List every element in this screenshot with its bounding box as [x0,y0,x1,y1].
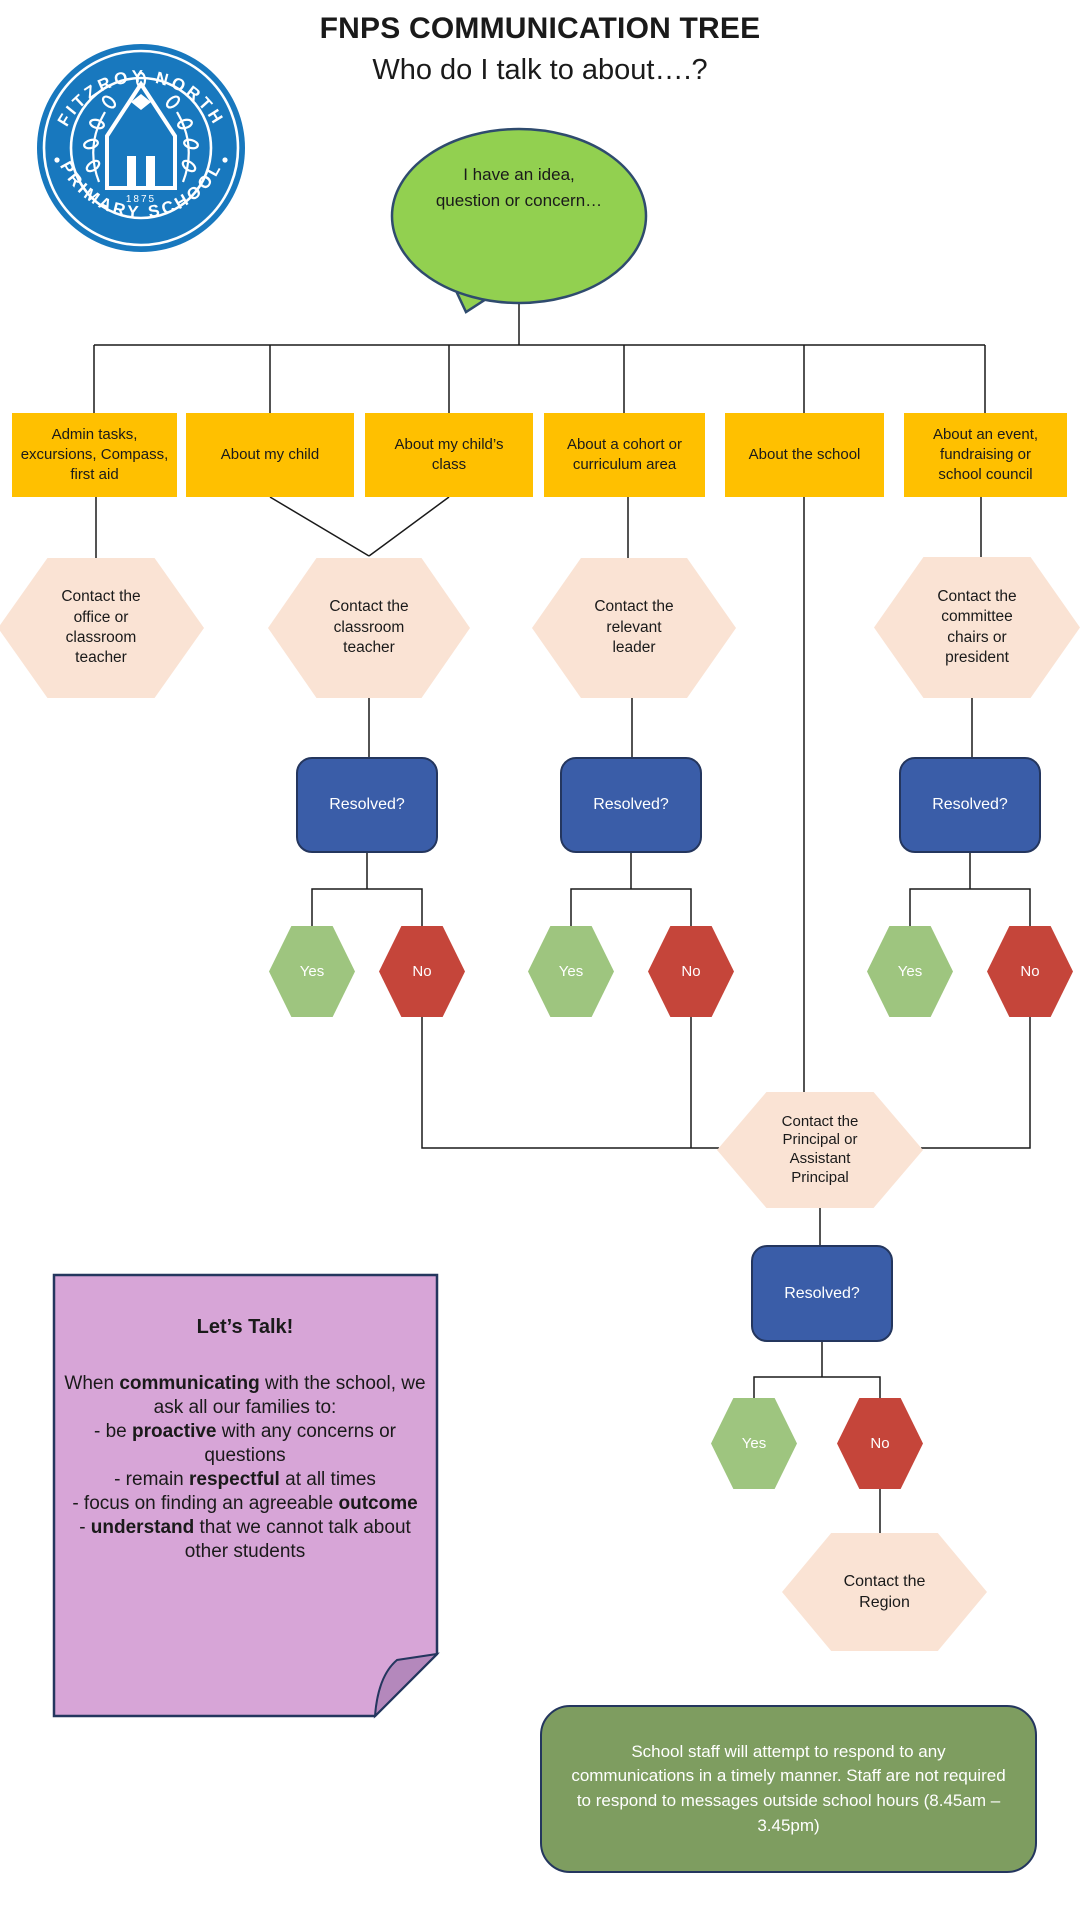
topic-label: About an event, fundraising or school co… [932,425,1039,484]
lets-talk-title: Let’s Talk! [196,1316,294,1338]
yes-label: Yes [299,963,325,980]
contact-principal-label: Contact the Principal or Assistant Princ… [781,1112,859,1186]
no-hex-4: No [837,1398,923,1489]
response-time-note: School staff will attempt to respond to … [540,1705,1037,1873]
contact-leader-label: Contact the relevant leader [594,598,674,657]
resolved-box-3: Resolved? [899,757,1041,853]
topic-cohort-curriculum: About a cohort or curriculum area [544,413,705,497]
no-label: No [1020,963,1040,980]
lets-talk-body: When communicating with the school, we a… [64,1373,426,1562]
contact-region-label: Contact the Region [843,1572,926,1611]
idea-bubble-text: I have an idea, question or concern… [435,165,603,210]
page-title: FNPS COMMUNICATION TREE [319,12,761,45]
contact-office-hex: Contact the office or classroom teacher [0,558,204,698]
logo-year: 1875 [126,194,156,205]
topic-admin-tasks: Admin tasks, excursions, Compass, first … [12,413,177,497]
no-label: No [870,1435,890,1452]
no-hex-2: No [648,926,734,1017]
yes-hex-2: Yes [528,926,614,1017]
resolved-box-2: Resolved? [560,757,702,853]
resolved-label: Resolved? [329,796,405,813]
topic-label: About the school [748,445,861,463]
topic-about-my-child: About my child [186,413,354,497]
topic-about-the-school: About the school [725,413,884,497]
topic-label: About a cohort or curriculum area [566,435,683,473]
yes-label: Yes [741,1435,767,1452]
response-time-text: School staff will attempt to respond to … [571,1741,1006,1835]
yes-label: Yes [558,963,584,980]
yes-hex-4: Yes [711,1398,797,1489]
contact-office-label: Contact the office or classroom teacher [61,588,141,667]
contact-region-hex: Contact the Region [782,1533,987,1651]
contact-relevant-leader-hex: Contact the relevant leader [532,558,736,698]
no-label: No [681,963,701,980]
no-hex-3: No [987,926,1073,1017]
resolved-label: Resolved? [932,796,1008,813]
lets-talk-note [52,1273,440,1719]
no-label: No [412,963,432,980]
resolved-box-1: Resolved? [296,757,438,853]
contact-committee-hex: Contact the committee chairs or presiden… [874,557,1080,698]
contact-committee-label: Contact the committee chairs or presiden… [937,587,1017,666]
idea-bubble [390,127,648,314]
no-hex-1: No [379,926,465,1017]
resolved-label: Resolved? [784,1284,860,1302]
topic-event-fundraising: About an event, fundraising or school co… [904,413,1067,497]
topic-label: About my child [220,445,320,463]
contact-classroom-label: Contact the classroom teacher [329,598,409,657]
contact-classroom-teacher-hex: Contact the classroom teacher [268,558,470,698]
topic-label: Admin tasks, excursions, Compass, first … [20,425,169,484]
yes-hex-3: Yes [867,926,953,1017]
resolved-box-4: Resolved? [751,1245,893,1342]
yes-label: Yes [897,963,923,980]
resolved-label: Resolved? [593,796,669,813]
topic-my-childs-class: About my child’s class [365,413,533,497]
school-logo-icon: FITZROY NORTH PRIMARY SCHOOL 1875 [37,44,245,252]
contact-principal-hex: Contact the Principal or Assistant Princ… [717,1092,923,1208]
topic-label: About my child’s class [394,435,504,473]
page-subtitle: Who do I talk to about….? [372,54,708,86]
yes-hex-1: Yes [269,926,355,1017]
